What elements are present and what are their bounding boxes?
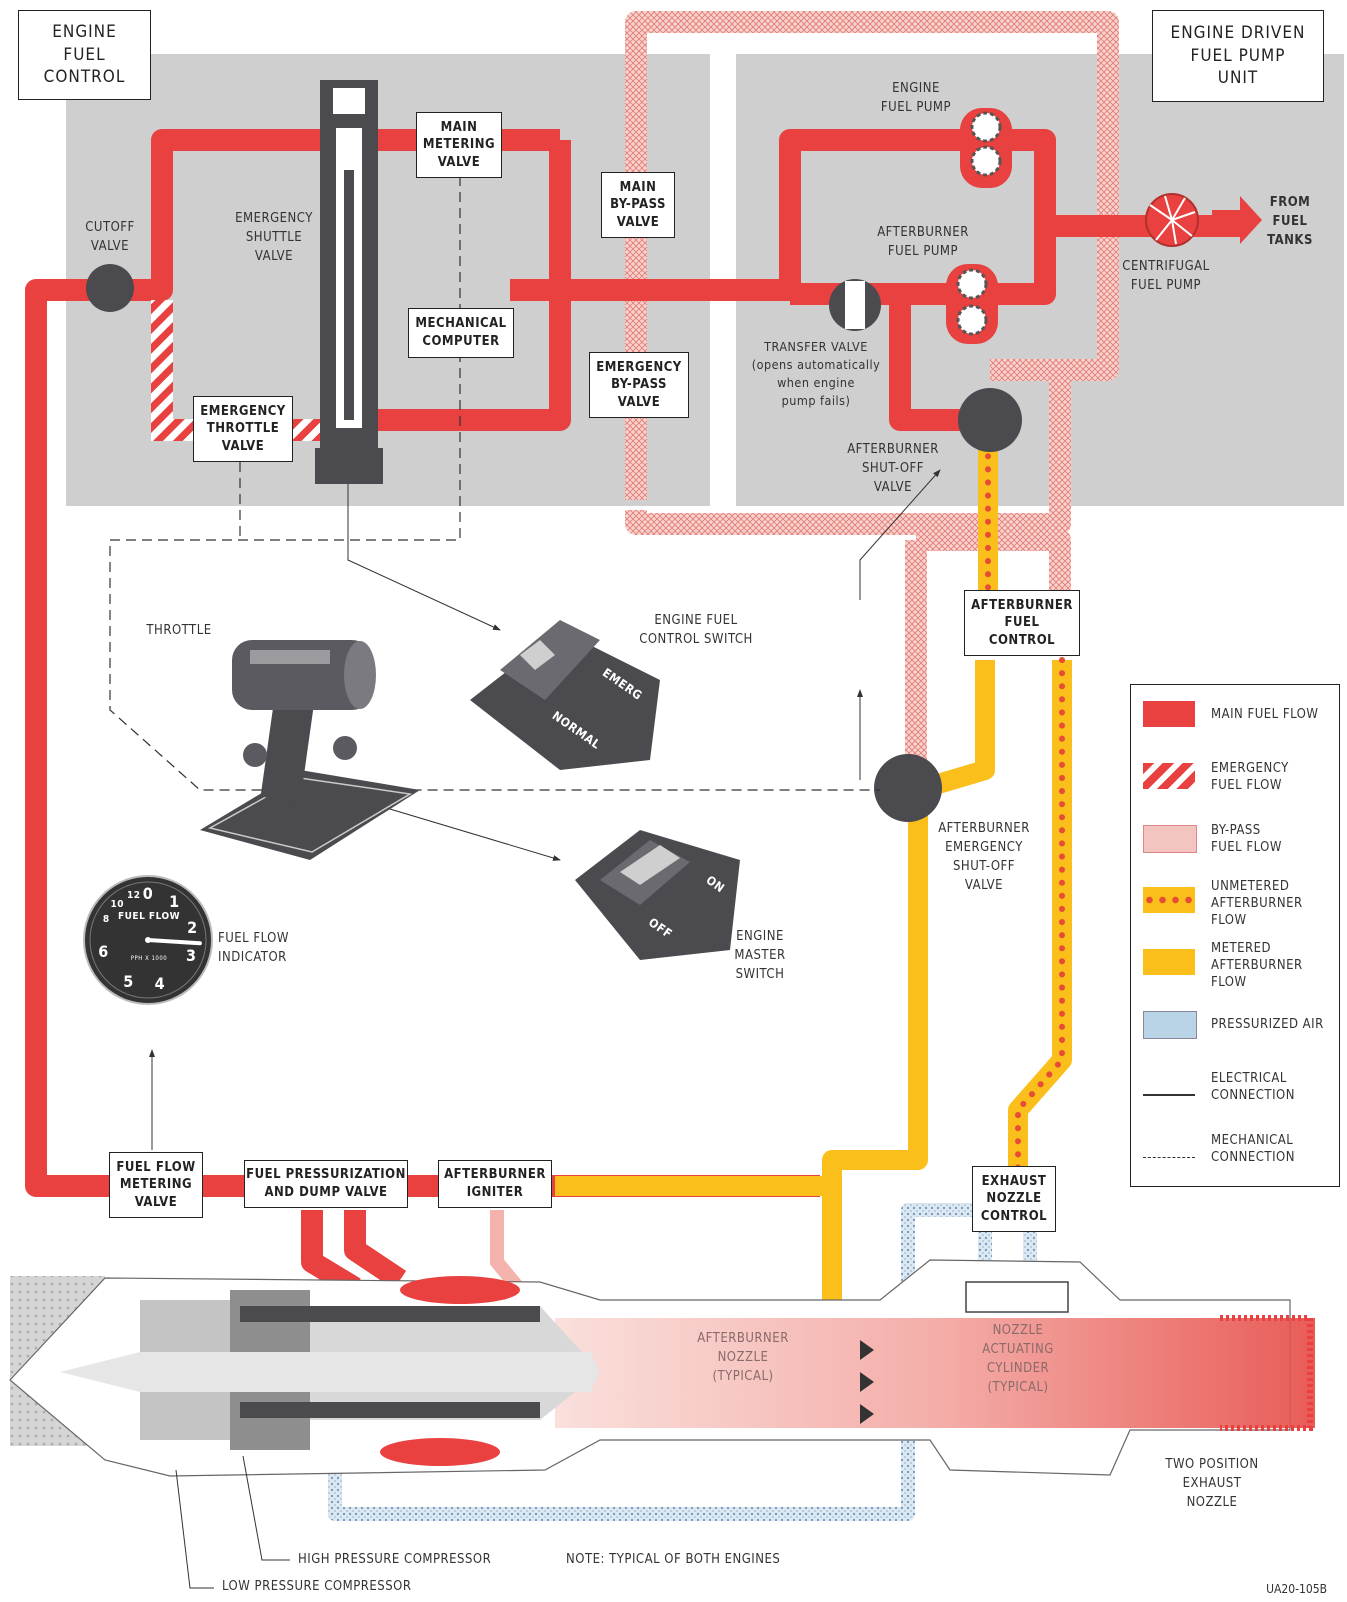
legend-swatch-metered xyxy=(1143,949,1195,975)
drawing-code: UA20-105B xyxy=(1266,1582,1327,1596)
emergency-shuttle-valve-label: EMERGENCY SHUTTLE VALVE xyxy=(222,210,326,267)
legend-item: ELECTRICAL CONNECTION xyxy=(1131,1067,1339,1123)
combustion-flame-lower xyxy=(380,1438,500,1466)
exhaust-plume xyxy=(555,1318,1315,1428)
legend-swatch-mechanical xyxy=(1143,1157,1195,1158)
from-fuel-tanks-label: FROM FUEL TANKS xyxy=(1262,194,1318,251)
legend-label: ELECTRICAL CONNECTION xyxy=(1211,1071,1295,1105)
fuel-pressurization-dump-valve-box: FUEL PRESSURIZATION AND DUMP VALVE xyxy=(244,1160,408,1208)
centrifugal-fuel-pump-label: CENTRIFUGAL FUEL PUMP xyxy=(1112,258,1220,296)
legend-swatch-air xyxy=(1143,1011,1197,1039)
afterburner-fuel-pump-label: AFTERBURNER FUEL PUMP xyxy=(864,224,982,262)
legend-label: MECHANICAL CONNECTION xyxy=(1211,1133,1295,1167)
legend-item: UNMETERED AFTERBURNER FLOW xyxy=(1131,881,1339,937)
legend: MAIN FUEL FLOW EMERGENCY FUEL FLOW BY-PASS… xyxy=(1130,684,1340,1187)
legend-label: MAIN FUEL FLOW xyxy=(1211,707,1318,724)
cutoff-valve-label: CUTOFF VALVE xyxy=(72,219,148,257)
two-position-exhaust-nozzle-label: TWO POSITION EXHAUST NOZZLE xyxy=(1150,1456,1274,1513)
afterburner-emergency-shutoff-valve-label: AFTERBURNER EMERGENCY SHUT-OFF VALVE xyxy=(928,820,1040,895)
afterburner-igniter-box: AFTERBURNER IGNITER xyxy=(438,1160,552,1208)
fuel-flow-metering-valve-box: FUEL FLOW METERING VALVE xyxy=(109,1152,203,1218)
cutoff-valve-body xyxy=(86,264,134,312)
high-pressure-compressor-label: HIGH PRESSURE COMPRESSOR xyxy=(298,1551,528,1570)
legend-item: BY-PASS FUEL FLOW xyxy=(1131,819,1339,875)
legend-label: BY-PASS FUEL FLOW xyxy=(1211,823,1282,857)
throttle-illustration xyxy=(200,640,420,860)
combustion-flame-upper xyxy=(400,1276,520,1304)
afterburner-shutoff-valve-label: AFTERBURNER SHUT-OFF VALVE xyxy=(838,441,948,498)
legend-item: METERED AFTERBURNER FLOW xyxy=(1131,943,1339,999)
mechanical-computer-box: MECHANICAL COMPUTER xyxy=(408,308,514,358)
afterburner-shutoff-valve-body xyxy=(958,388,1022,452)
engine-driven-fuel-pump-unit-box: ENGINE DRIVEN FUEL PUMP UNIT xyxy=(1152,10,1324,102)
engine-fuel-pump-label: ENGINE FUEL PUMP xyxy=(868,80,964,118)
gauge-tick-8: 8 xyxy=(94,913,118,928)
legend-item: EMERGENCY FUEL FLOW xyxy=(1131,757,1339,813)
legend-item: PRESSURIZED AIR xyxy=(1131,1005,1339,1061)
gauge-tick-2: 2 xyxy=(180,916,204,939)
jet-engine-cross-section xyxy=(10,1260,1315,1476)
afterburner-fuel-pump-gears xyxy=(946,264,998,344)
legend-swatch-main xyxy=(1143,701,1195,727)
nozzle-actuating-cylinder-label: NOZZLE ACTUATING CYLINDER (TYPICAL) xyxy=(962,1322,1074,1397)
transfer-valve-label: TRANSFER VALVE (opens automatically when… xyxy=(742,338,890,411)
gauge-tick-4: 4 xyxy=(148,972,172,995)
gauge-tick-6: 6 xyxy=(92,940,116,963)
gauge-tick-3: 3 xyxy=(179,944,203,967)
afterburner-emergency-shutoff-valve-body xyxy=(874,754,942,822)
gauge-tick-5: 5 xyxy=(117,970,141,993)
gauge-tick-12: 12 xyxy=(122,889,146,904)
engine-fuel-control-switch-label: ENGINE FUEL CONTROL SWITCH xyxy=(634,612,758,650)
afterburner-igniter-line xyxy=(497,1210,520,1290)
engine-master-switch-label: ENGINE MASTER SWITCH xyxy=(722,928,798,985)
legend-label: EMERGENCY FUEL FLOW xyxy=(1211,761,1289,795)
legend-label: UNMETERED AFTERBURNER FLOW xyxy=(1211,879,1303,930)
emergency-bypass-valve-box: EMERGENCY BY-PASS VALVE xyxy=(589,352,689,418)
legend-swatch-emergency xyxy=(1143,763,1195,789)
legend-swatch-electrical xyxy=(1143,1094,1195,1096)
main-metering-valve-box: MAIN METERING VALVE xyxy=(416,112,502,178)
fuel-flow-indicator-label: FUEL FLOW INDICATOR xyxy=(218,930,318,968)
transfer-valve xyxy=(829,279,881,331)
low-pressure-compressor-label: LOW PRESSURE COMPRESSOR xyxy=(222,1578,452,1597)
engine-fuel-pump-gears xyxy=(960,108,1012,188)
afterburner-nozzle-label: AFTERBURNER NOZZLE (TYPICAL) xyxy=(686,1330,800,1387)
throttle-label: THROTTLE xyxy=(136,622,222,641)
legend-label: METERED AFTERBURNER FLOW xyxy=(1211,941,1303,992)
emergency-shuttle-valve-body xyxy=(315,80,383,484)
gauge-units: PPH X 1000 xyxy=(112,955,186,964)
gauge-tick-1: 1 xyxy=(162,890,186,913)
legend-label: PRESSURIZED AIR xyxy=(1211,1017,1324,1034)
engine-fuel-control-box: ENGINE FUEL CONTROL xyxy=(18,10,151,100)
note-label: NOTE: TYPICAL OF BOTH ENGINES xyxy=(566,1551,826,1570)
main-bypass-valve-box: MAIN BY-PASS VALVE xyxy=(601,172,675,238)
legend-swatch-unmetered xyxy=(1143,887,1195,913)
legend-item: MAIN FUEL FLOW xyxy=(1131,695,1339,751)
afterburner-fuel-control-box: AFTERBURNER FUEL CONTROL xyxy=(964,590,1080,656)
exhaust-nozzle-control-box: EXHAUST NOZZLE CONTROL xyxy=(972,1166,1056,1232)
emergency-throttle-valve-box: EMERGENCY THROTTLE VALVE xyxy=(193,396,293,462)
legend-item: MECHANICAL CONNECTION xyxy=(1131,1129,1339,1185)
legend-swatch-bypass xyxy=(1143,825,1197,853)
